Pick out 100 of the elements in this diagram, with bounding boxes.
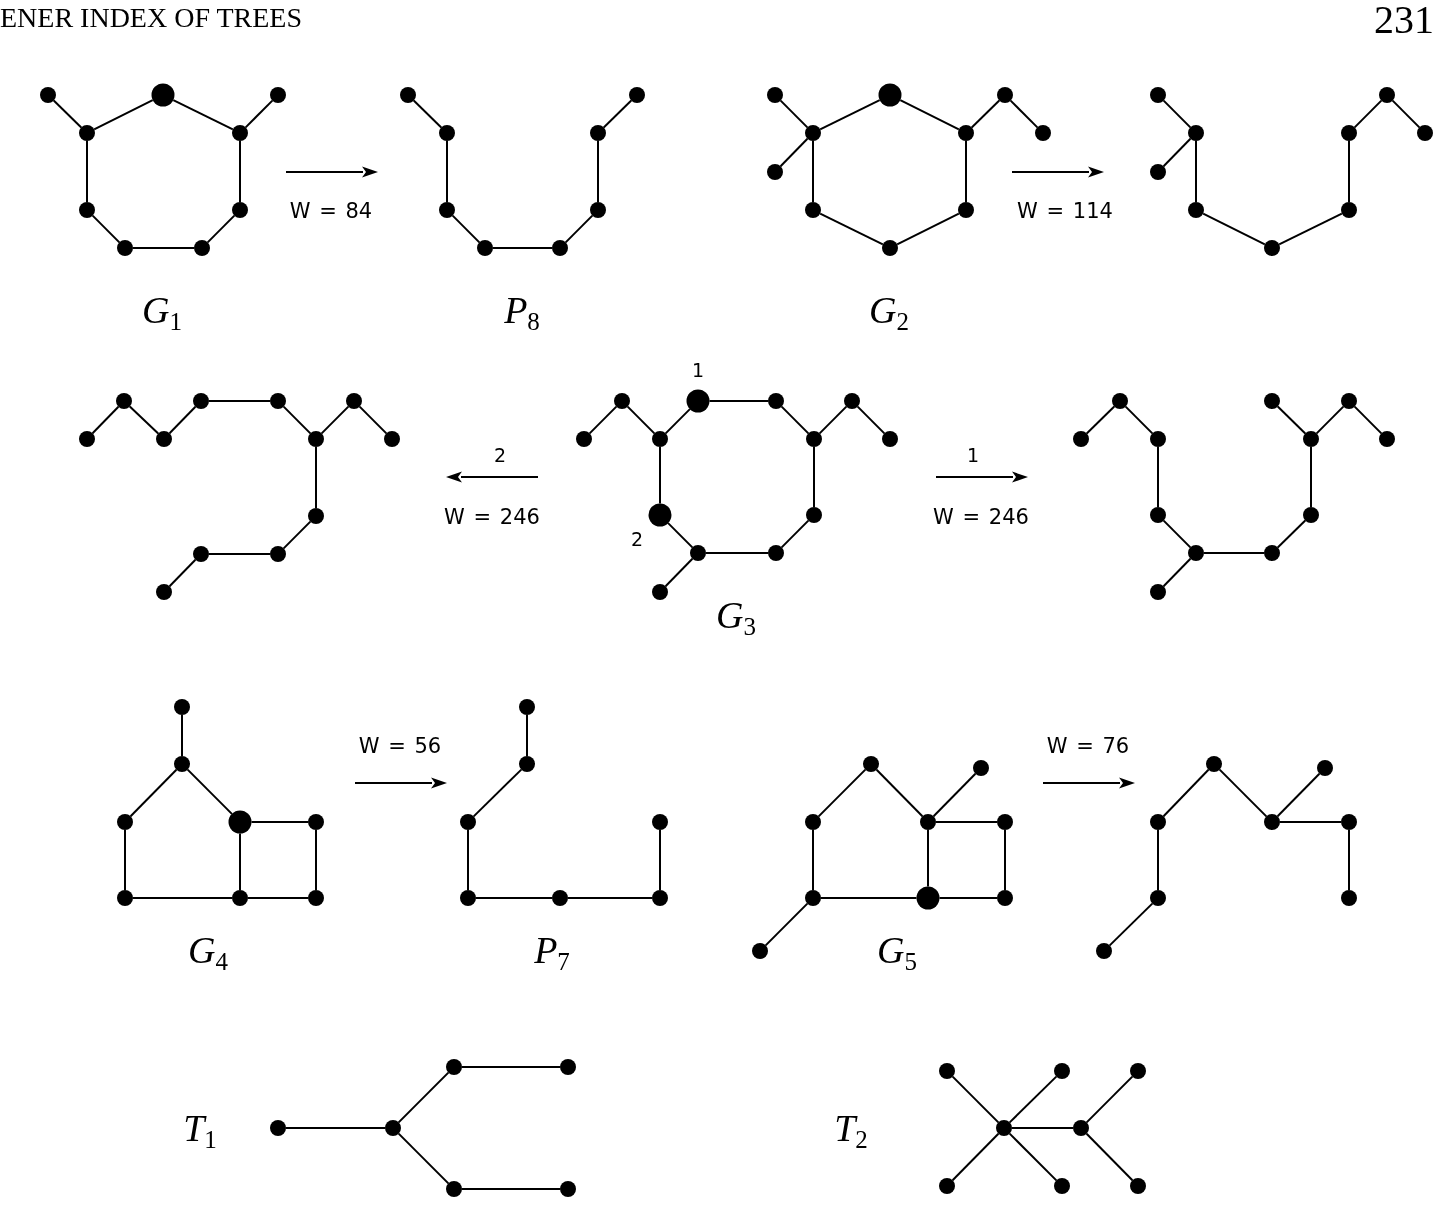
vertex-dot [1303, 431, 1319, 447]
graph-edge [1279, 821, 1342, 823]
graph-edge [819, 99, 881, 131]
graph-edge [315, 446, 317, 509]
graph-label: G$_{2}$ [869, 291, 909, 329]
graph-edge [779, 137, 809, 168]
graph-edge [461, 1188, 561, 1190]
vertex-dot [768, 393, 784, 409]
vertex-dot [1073, 431, 1089, 447]
vertex-dot [270, 1120, 286, 1136]
graph-edge [168, 405, 197, 435]
vertex-dot [308, 508, 324, 524]
graph-edge [932, 772, 977, 818]
graph-edge [1162, 137, 1192, 168]
vertex-dot [232, 890, 248, 906]
vertex-dot [79, 125, 95, 141]
vertex-dot [1264, 240, 1280, 256]
vertex-dot [1341, 890, 1357, 906]
vertex-dot [1341, 814, 1357, 830]
graph-edge [412, 99, 443, 129]
running-head: ENER INDEX OF TREES [0, 4, 303, 32]
vertex-dot [1054, 1178, 1070, 1194]
graph-edge [1391, 99, 1421, 129]
vertex-dot [151, 83, 175, 107]
graph-edge [951, 1075, 1000, 1124]
vertex-dot [117, 814, 133, 830]
vertex-dot [1112, 393, 1128, 409]
graph-edge [927, 829, 929, 888]
graph-edge [659, 446, 661, 505]
graph-edge [526, 714, 528, 757]
vertex-dot [232, 125, 248, 141]
vertex-dot [768, 545, 784, 561]
graph-edge [93, 99, 154, 131]
vertex-dot [270, 546, 286, 562]
graph-edge [938, 897, 998, 899]
graph-edge [206, 214, 236, 244]
vertex-dot [460, 814, 476, 830]
graph-edge [1009, 99, 1039, 129]
graph-edge [626, 405, 656, 435]
vertex-dot [590, 125, 606, 141]
vertex-dot [1317, 760, 1333, 776]
graph-edge [186, 768, 233, 815]
vertex-dot [939, 1178, 955, 1194]
graph-label: T$_{1}$ [183, 1109, 217, 1147]
vertex-dot [958, 202, 974, 218]
graph-edge [472, 768, 523, 818]
graph-edge [239, 140, 241, 203]
vertex-dot [477, 240, 493, 256]
vertex-dot [346, 393, 362, 409]
graph-edge [91, 214, 121, 244]
vertex-dot [552, 890, 568, 906]
graph-edge [467, 829, 469, 891]
vertex-label: 1 [691, 360, 705, 380]
graph-edge [315, 829, 317, 891]
graph-edge [1276, 519, 1307, 549]
vertex-dot [1150, 87, 1166, 103]
graph-edge [818, 405, 848, 435]
vertex-dot [614, 393, 630, 409]
graph-edge [239, 832, 241, 891]
graph-edge [492, 247, 553, 249]
arrow-label: W = 84 [289, 200, 373, 222]
graph-edge [1085, 405, 1116, 435]
graph-edge [817, 768, 867, 818]
graph-edge [1353, 99, 1383, 129]
vertex-dot [439, 202, 455, 218]
vertex-dot [384, 431, 400, 447]
graph-edge [1276, 405, 1307, 435]
vertex-dot [997, 87, 1013, 103]
vertex-dot [560, 1181, 576, 1197]
graph-edge [475, 897, 553, 899]
vertex-dot [686, 389, 710, 413]
arrow-label: W = 114 [1017, 200, 1113, 222]
vertex-dot [117, 240, 133, 256]
vertex-dot [308, 814, 324, 830]
graph-edge [282, 520, 312, 550]
vertex-dot [308, 431, 324, 447]
vertex-dot [228, 810, 252, 834]
vertex-dot [439, 125, 455, 141]
vertex-dot [1188, 125, 1204, 141]
graph-edge [244, 99, 274, 129]
graph-edge [208, 400, 271, 402]
vertex-dot [1264, 545, 1280, 561]
graph-edge [1124, 405, 1154, 435]
graph-label: P$_{7}$ [534, 931, 570, 969]
vertex-dot [270, 87, 286, 103]
graph-edge [181, 714, 183, 757]
graph-edge [52, 99, 83, 129]
vertex-dot [1341, 202, 1357, 218]
vertex-label: 2 [630, 529, 644, 549]
graph-edge [812, 140, 814, 203]
vertex-dot [1150, 431, 1166, 447]
graph-edge [1218, 768, 1268, 818]
graph-edge [664, 408, 691, 435]
vertex-dot [958, 125, 974, 141]
vertex-dot [590, 202, 606, 218]
vertex-dot [805, 125, 821, 141]
graph-edge [1085, 1132, 1134, 1182]
vertex-dot [385, 1120, 401, 1136]
vertex-dot [156, 431, 172, 447]
vertex-dot [79, 202, 95, 218]
